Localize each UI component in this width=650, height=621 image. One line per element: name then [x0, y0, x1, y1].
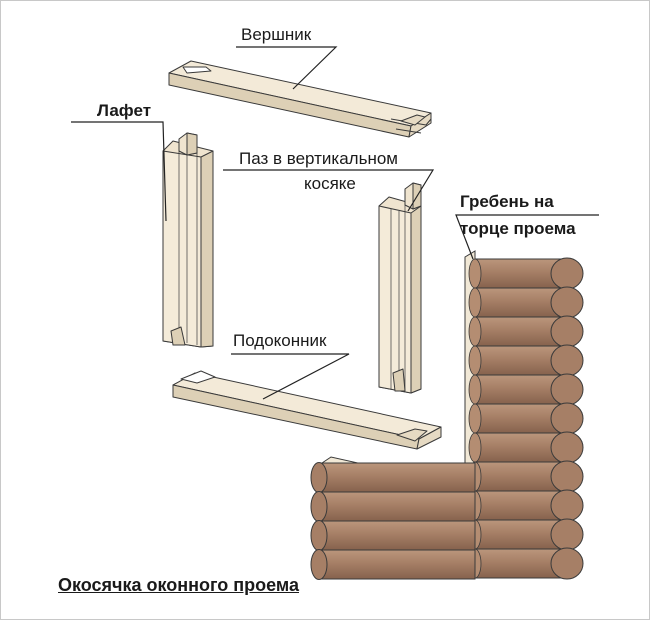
wall-log	[468, 402, 584, 435]
label-sill: Подоконник	[233, 331, 327, 350]
wall-log	[468, 431, 584, 464]
wall-log	[468, 460, 584, 493]
label-side-frame: Лафет	[97, 101, 152, 120]
leader-sill	[231, 353, 350, 400]
wall-log	[468, 489, 584, 522]
wall-log-lower	[310, 491, 476, 522]
right-frame	[378, 182, 422, 394]
leader-lines	[71, 46, 599, 400]
wall-log-lower	[310, 520, 476, 551]
log-wall	[310, 250, 584, 580]
wall-log-lower	[310, 462, 476, 493]
top-beam	[168, 60, 432, 138]
wall-log	[468, 286, 584, 319]
label-ridge-1: Гребень на	[460, 192, 554, 211]
label-ridge-2: торце проема	[460, 219, 576, 238]
leader-ridge	[455, 214, 599, 260]
label-vertical-groove-1: Паз в вертикальном	[239, 149, 398, 168]
wall-log	[468, 257, 584, 290]
wall-log	[468, 518, 584, 551]
leader-top-beam	[236, 46, 338, 90]
label-vertical-groove-2: косяке	[304, 174, 356, 193]
wall-log	[468, 344, 584, 377]
leader-side-frame	[71, 121, 167, 222]
wall-log	[468, 315, 584, 348]
sill-beam	[172, 370, 442, 450]
wall-log	[468, 373, 584, 406]
wall-log	[468, 547, 584, 580]
caption-title: Окосячка оконного проема	[58, 575, 299, 595]
wall-log-lower	[310, 549, 476, 580]
label-top-beam: Вершник	[241, 25, 312, 44]
left-frame	[162, 132, 214, 348]
leader-vertical-groove	[223, 169, 435, 212]
